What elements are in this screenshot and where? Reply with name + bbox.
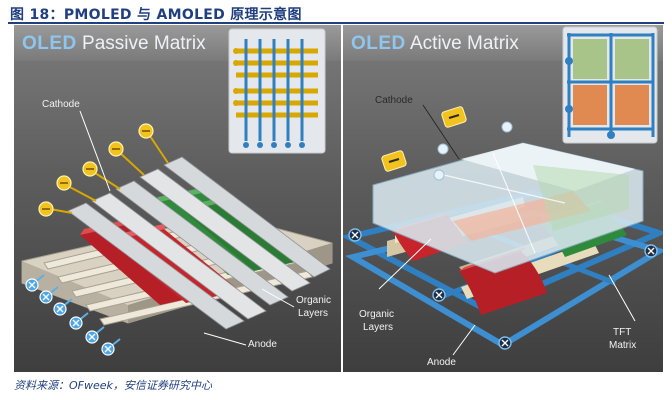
passive-anode-label: Anode (248, 339, 277, 350)
passive-matrix-panel: OLED Passive Matrix (14, 25, 341, 372)
passive-heading-rest: Passive Matrix (76, 33, 206, 54)
active-tft-label-line1: TFT (613, 327, 632, 338)
cathode-minus-tag-icon (381, 150, 407, 172)
cathode-node-icon (437, 143, 449, 155)
figure-title: 图 18：PMOLED 与 AMOLED 原理示意图 (10, 7, 302, 23)
title-rule (8, 22, 664, 24)
active-matrix-panel: OLED Active Matrix (343, 25, 663, 372)
active-matrix-diagram (343, 26, 663, 356)
active-organic-label-line1: Organic (359, 309, 395, 320)
active-tft-label-line2: Matrix (609, 340, 637, 351)
passive-cathode-pins (49, 132, 169, 214)
cathode-node-icon (501, 121, 513, 133)
cathode-node-icon (433, 169, 445, 181)
passive-organic-label-line1: Organic (296, 295, 332, 306)
active-cathode-label: Cathode (375, 95, 413, 106)
active-anode-label: Anode (427, 357, 456, 368)
passive-inset-schematic (228, 28, 326, 154)
passive-heading-oled: OLED (22, 33, 77, 54)
passive-heading: OLED Passive Matrix (22, 33, 206, 55)
active-organic-label-line2: Layers (363, 322, 394, 333)
active-heading: OLED Active Matrix (351, 33, 519, 55)
active-heading-oled: OLED (351, 33, 406, 54)
cathode-minus-tag-icon (441, 106, 467, 128)
active-heading-rest: Active Matrix (405, 33, 519, 54)
figure-source: 资料来源：OFweek，安信证券研究中心 (14, 379, 212, 392)
active-inset-schematic (562, 26, 658, 144)
passive-matrix-diagram (21, 28, 333, 356)
passive-cathode-label: Cathode (42, 99, 80, 110)
passive-cathode-stripes (67, 156, 331, 330)
passive-organic-label-line2: Layers (298, 308, 329, 319)
